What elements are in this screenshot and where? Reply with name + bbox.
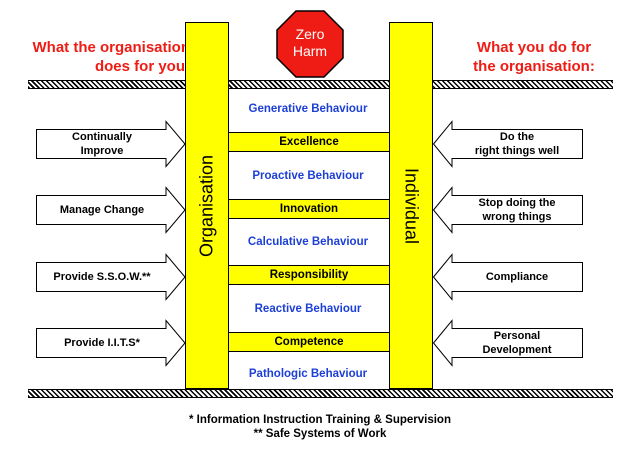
behaviour-generative: Generative Behaviour — [248, 103, 368, 115]
right-arrow-stop-wrong-things: Stop doing the wrong things — [478, 197, 556, 223]
behaviour-proactive: Proactive Behaviour — [252, 170, 364, 182]
left-arrow-shape — [36, 253, 186, 301]
right-arrow-shape — [432, 186, 583, 234]
left-arrow-manage-change: Manage Change — [59, 204, 145, 216]
left-arrow-shape — [36, 120, 186, 168]
organisation-pillar: Organisation — [185, 22, 229, 389]
left-arrow-shape — [36, 319, 186, 367]
footnote-ssow: ** Safe Systems of Work — [253, 428, 387, 440]
left-arrow-provide-iits: Provide I.I.T.S* — [64, 337, 140, 349]
right-arrow-compliance: Compliance — [485, 271, 549, 283]
behaviour-calculative: Calculative Behaviour — [247, 236, 369, 248]
organisation-label: Organisation — [196, 154, 217, 257]
right-arrow-shape — [432, 253, 583, 301]
top-hatched-bar — [28, 80, 613, 89]
behaviour-reactive: Reactive Behaviour — [254, 303, 362, 315]
right-arrow-shape — [432, 319, 583, 367]
right-heading: What you do for the organisation: — [473, 39, 595, 75]
bottom-hatched-bar — [28, 389, 613, 398]
left-arrow-provide-ssow: Provide S.S.O.W.** — [53, 271, 151, 283]
stop-sign-text: Zero Harm — [292, 26, 328, 59]
left-arrow-continually-improve: Continually Improve — [72, 131, 132, 157]
right-arrow-personal-development: Personal Development — [482, 330, 552, 356]
footnote-iits: * Information Instruction Training & Sup… — [189, 414, 451, 426]
left-heading: What the organisation does for you: — [32, 39, 191, 75]
individual-pillar: Individual — [389, 22, 433, 389]
band-responsibility: Responsibility — [228, 265, 390, 285]
left-arrow-shape — [36, 186, 186, 234]
zero-harm-stop-sign: Zero Harm — [276, 10, 344, 78]
right-arrow-shape — [432, 120, 583, 168]
band-innovation: Innovation — [228, 199, 390, 219]
right-arrow-do-right-things: Do the right things well — [474, 131, 560, 157]
individual-label: Individual — [401, 167, 422, 244]
band-excellence: Excellence — [228, 132, 390, 152]
octagon-icon — [276, 10, 344, 78]
band-competence: Competence — [228, 332, 390, 352]
behaviour-pathologic: Pathologic Behaviour — [248, 368, 368, 380]
